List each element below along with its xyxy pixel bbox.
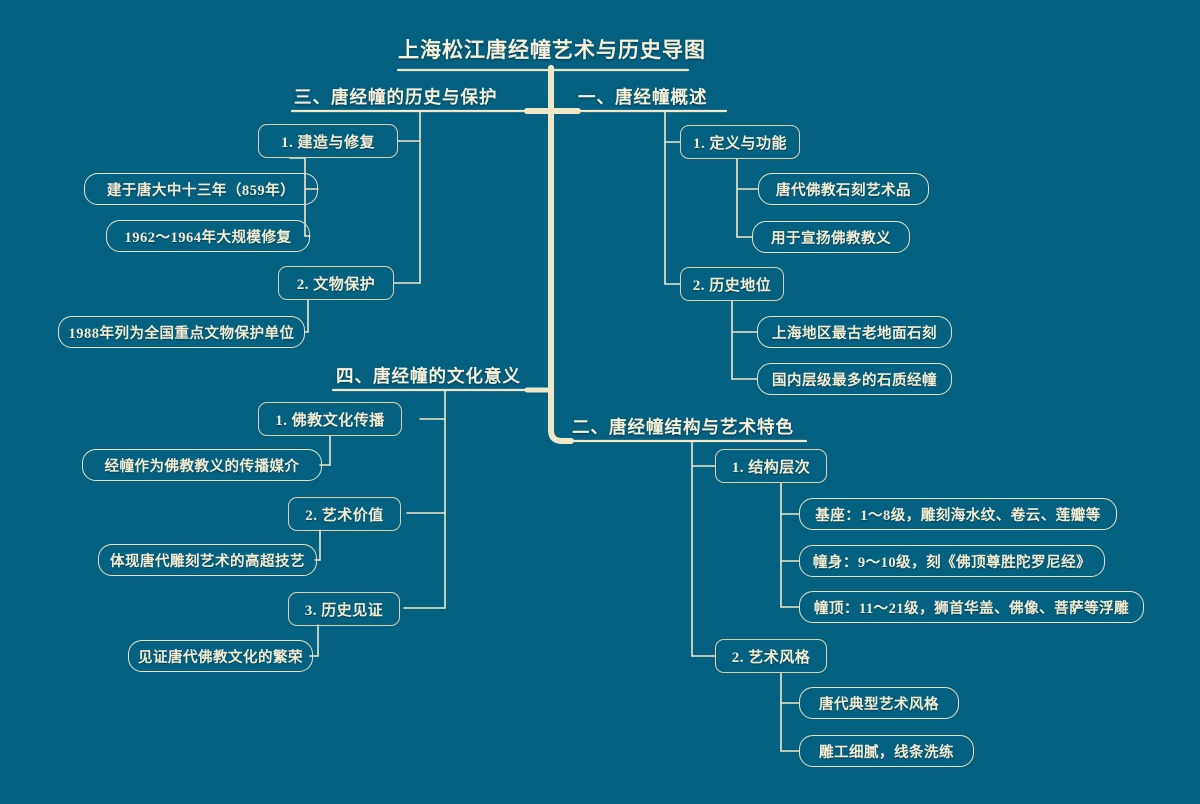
node-promote-buddhist-doctrine[interactable]: 用于宣扬佛教教义 — [752, 221, 910, 253]
node-pillar-as-medium[interactable]: 经幢作为佛教教义的传播媒介 — [82, 449, 322, 481]
node-structural-levels[interactable]: 1. 结构层次 — [715, 449, 827, 483]
node-base-tiers[interactable]: 基座：1～8级，雕刻海水纹、卷云、莲瓣等 — [799, 498, 1117, 530]
node-artistic-style[interactable]: 2. 艺术风格 — [715, 639, 827, 673]
node-most-tiers-stone-pillar[interactable]: 国内层级最多的石质经幢 — [757, 363, 952, 395]
branch-label-1[interactable]: 一、唐经幢概述 — [578, 87, 708, 107]
node-artistic-value[interactable]: 2. 艺术价值 — [288, 497, 401, 531]
node-oldest-ground-stone-shanghai[interactable]: 上海地区最古老地面石刻 — [757, 316, 952, 348]
mindmap-title: 上海松江唐经幢艺术与历史导图 — [398, 38, 706, 62]
node-fine-carving-lines[interactable]: 雕工细腻，线条洗练 — [799, 735, 974, 767]
node-national-key-unit-1988[interactable]: 1988年列为全国重点文物保护单位 — [58, 316, 305, 348]
node-typical-tang-style[interactable]: 唐代典型艺术风格 — [799, 687, 959, 719]
node-witness-tang-buddhism[interactable]: 见证唐代佛教文化的繁荣 — [128, 640, 313, 672]
branch-label-4[interactable]: 四、唐经幢的文化意义 — [336, 366, 521, 386]
branch-label-2[interactable]: 二、唐经幢结构与艺术特色 — [572, 417, 794, 437]
node-definition-function[interactable]: 1. 定义与功能 — [680, 125, 800, 159]
node-restoration-1962-1964[interactable]: 1962～1964年大规模修复 — [106, 220, 310, 252]
node-built-859[interactable]: 建于唐大中十三年（859年） — [84, 173, 318, 205]
node-buddhist-culture-spread[interactable]: 1. 佛教文化传播 — [258, 402, 402, 436]
node-body-tiers[interactable]: 幢身：9～10级，刻《佛顶尊胜陀罗尼经》 — [799, 545, 1105, 577]
branch-label-3[interactable]: 三、唐经幢的历史与保护 — [294, 87, 498, 107]
node-top-tiers[interactable]: 幢顶：11～21级，狮首华盖、佛像、菩萨等浮雕 — [799, 591, 1144, 623]
node-tang-buddhist-stone-art[interactable]: 唐代佛教石刻艺术品 — [758, 173, 929, 205]
node-historical-status[interactable]: 2. 历史地位 — [680, 267, 784, 301]
node-historical-witness[interactable]: 3. 历史见证 — [288, 592, 400, 626]
node-cultural-relic-protection[interactable]: 2. 文物保护 — [278, 266, 394, 300]
node-construction-repair[interactable]: 1. 建造与修复 — [258, 124, 398, 158]
node-tang-carving-skill[interactable]: 体现唐代雕刻艺术的高超技艺 — [98, 544, 317, 576]
